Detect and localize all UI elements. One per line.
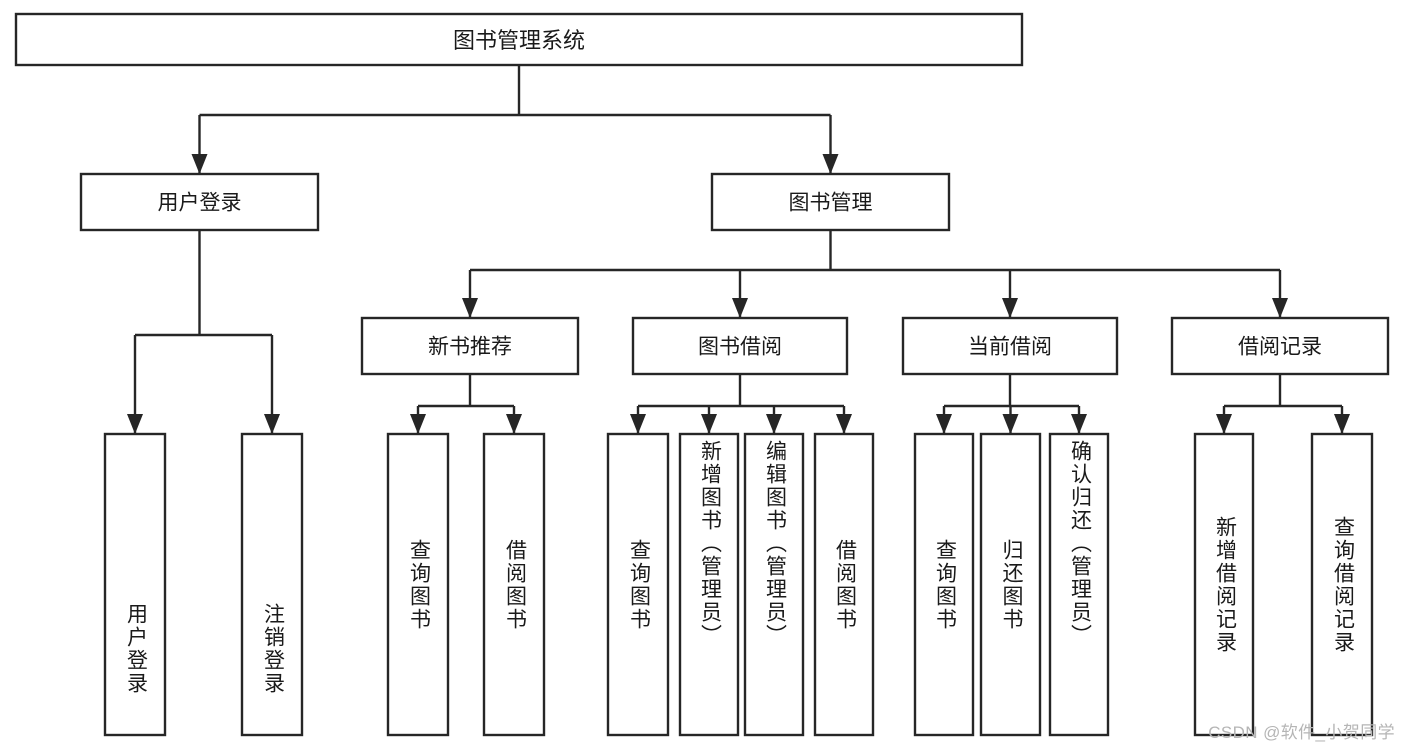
node-leaf-edit-book[interactable] xyxy=(743,432,805,737)
arrow-head-icon xyxy=(191,154,208,174)
node-leaf-add-book[interactable] xyxy=(678,432,740,737)
arrow-head-icon xyxy=(766,414,782,434)
node-leaf-return-book[interactable] xyxy=(979,432,1042,737)
node-user-login[interactable] xyxy=(79,172,320,232)
node-leaf-query-book-2[interactable] xyxy=(606,432,670,737)
arrow-head-icon xyxy=(1334,414,1350,434)
arrow-head-icon xyxy=(264,414,280,434)
arrow-head-icon xyxy=(462,298,478,318)
node-current-borrow[interactable] xyxy=(901,316,1119,376)
node-label-user-login: 用户登录 xyxy=(158,192,242,215)
node-leaf-user-logout[interactable] xyxy=(240,432,304,737)
node-borrow-record[interactable] xyxy=(1170,316,1390,376)
arrow-head-icon xyxy=(630,414,646,434)
node-leaf-borrow-book-1[interactable] xyxy=(482,432,546,737)
node-root-book-management-system[interactable] xyxy=(14,12,1024,67)
node-new-book-recommend[interactable] xyxy=(360,316,580,376)
node-label-current-borrow: 当前借阅 xyxy=(968,336,1052,359)
arrow-head-icon xyxy=(1002,298,1018,318)
node-book-borrow[interactable] xyxy=(631,316,849,376)
node-book-manage[interactable] xyxy=(710,172,951,232)
arrow-head-icon xyxy=(936,414,952,434)
node-leaf-query-record[interactable] xyxy=(1310,432,1374,737)
node-label-root: 图书管理系统 xyxy=(453,28,585,53)
node-label-new-book-recommend: 新书推荐 xyxy=(428,336,512,359)
arrow-head-icon xyxy=(1071,414,1087,434)
node-label-book-manage: 图书管理 xyxy=(789,192,873,215)
arrow-head-icon xyxy=(836,414,852,434)
node-label-borrow-record: 借阅记录 xyxy=(1238,336,1322,359)
arrow-head-icon xyxy=(127,414,143,434)
node-leaf-borrow-book-2[interactable] xyxy=(813,432,875,737)
node-leaf-query-book-3[interactable] xyxy=(913,432,975,737)
arrow-head-icon xyxy=(732,298,748,318)
connector-group xyxy=(127,65,1350,434)
arrow-head-icon xyxy=(701,414,717,434)
node-leaf-confirm-return[interactable] xyxy=(1048,432,1110,737)
arrow-head-icon xyxy=(1272,298,1288,318)
node-box-group xyxy=(14,12,1390,737)
node-leaf-user-login[interactable] xyxy=(103,432,167,737)
csdn-watermark: CSDN @软件_小贺同学 xyxy=(1208,723,1395,742)
arrow-head-icon xyxy=(506,414,522,434)
node-label-book-borrow: 图书借阅 xyxy=(698,336,782,359)
arrow-head-icon xyxy=(1216,414,1232,434)
arrow-head-icon xyxy=(410,414,426,434)
node-leaf-add-record[interactable] xyxy=(1193,432,1255,737)
arrow-head-icon xyxy=(822,154,839,174)
node-leaf-query-book-1[interactable] xyxy=(386,432,450,737)
arrow-head-icon xyxy=(1002,414,1019,434)
